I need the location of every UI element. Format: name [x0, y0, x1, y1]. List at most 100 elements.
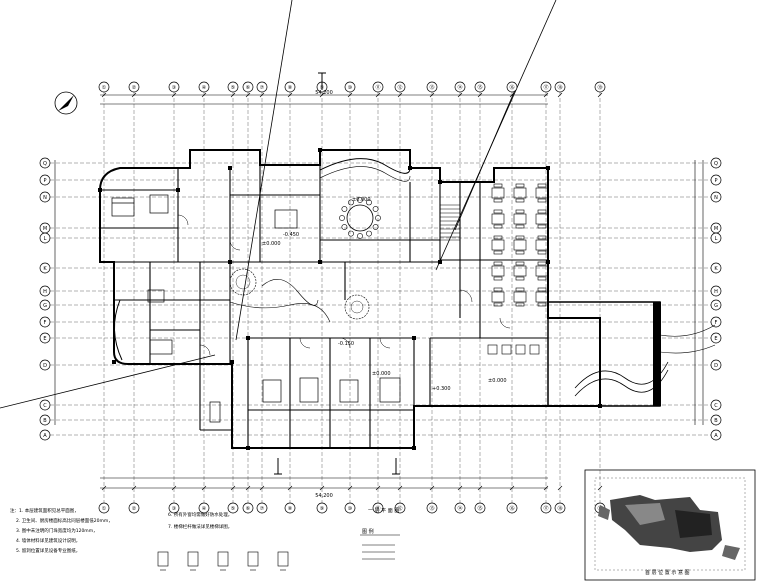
- grid-bubble-column: ⑥: [242, 81, 254, 93]
- svg-text:M: M: [714, 226, 718, 232]
- grid-bubble-row: K: [710, 262, 722, 274]
- svg-text:Q: Q: [714, 161, 718, 167]
- grid-bubble-column: ⑬: [426, 81, 438, 93]
- elevation-mark: -0.150: [338, 341, 354, 347]
- svg-text:C: C: [43, 403, 47, 409]
- grid-bubble-row: C: [710, 399, 722, 411]
- svg-text:⑯: ⑯: [509, 84, 514, 91]
- grid-bubble-row: K: [39, 262, 51, 274]
- svg-text:⑱: ⑱: [557, 84, 562, 91]
- note-line: 7. 楼梯栏杆做法详见楼梯详图，: [168, 523, 232, 530]
- grid-bubble-column: ①: [98, 502, 110, 514]
- svg-text:B: B: [714, 418, 718, 424]
- grid-bubble-row: P: [39, 174, 51, 186]
- grid-bubble-row: D: [39, 359, 51, 371]
- grid-bubble-row: M: [39, 222, 51, 234]
- grid-lines: [50, 92, 711, 503]
- svg-text:M: M: [43, 226, 47, 232]
- elevation-mark: ±0.000: [352, 197, 371, 203]
- svg-text:D: D: [714, 363, 718, 369]
- round-banquet-table: [339, 197, 381, 239]
- svg-text:⑭: ⑭: [457, 505, 462, 512]
- svg-text:⑧: ⑧: [288, 85, 293, 91]
- grid-bubble-row: D: [710, 359, 722, 371]
- svg-text:⑦: ⑦: [260, 85, 265, 91]
- note-line: 4. 墙体材料详见建筑设计说明，: [16, 537, 80, 544]
- overall-dimension-top: 54,200: [315, 90, 333, 96]
- grid-bubble-row: E: [710, 332, 722, 344]
- grid-bubble-column: ⑤: [227, 81, 239, 93]
- grid-bubble-column: ⑤: [227, 502, 239, 514]
- grid-bubble-row: G: [39, 299, 51, 311]
- svg-text:⑫: ⑫: [397, 505, 402, 512]
- svg-text:⑨: ⑨: [320, 506, 324, 512]
- svg-text:F: F: [715, 320, 718, 326]
- diagonal-reference-lines: [0, 0, 557, 409]
- grid-bubble-row: C: [39, 399, 51, 411]
- svg-text:⑥: ⑥: [246, 85, 251, 91]
- grid-bubble-column: ⑯: [506, 81, 518, 93]
- grid-bubble-column: ②: [128, 81, 140, 93]
- grid-bubble-column: ⑰: [540, 81, 552, 93]
- svg-text:⑯: ⑯: [509, 505, 514, 512]
- svg-text:③: ③: [172, 85, 176, 91]
- bedroom-furniture: [111, 194, 401, 423]
- grid-bubble-column: ⑭: [454, 81, 466, 93]
- grid-bubble-row: F: [39, 316, 51, 328]
- grid-bubble-column: ⑨: [316, 502, 328, 514]
- svg-text:D: D: [43, 363, 47, 369]
- drawing-notes: 注：1. 本层建筑面积见总平面图， 2. 卫生间、厨房楼面标高比同层楼面低20m…: [10, 507, 232, 554]
- building-outline: [99, 149, 601, 449]
- svg-text:N: N: [714, 195, 718, 201]
- note-line: 5. 留洞位置详见设备专业图纸，: [16, 547, 80, 554]
- grid-bubble-row: H: [710, 285, 722, 297]
- grid-bubble-row: N: [710, 191, 722, 203]
- svg-text:C: C: [714, 403, 718, 409]
- svg-text:⑬: ⑬: [429, 505, 434, 512]
- svg-text:E: E: [43, 336, 46, 342]
- grid-bubble-column: ⑥: [242, 502, 254, 514]
- svg-text:⑪: ⑪: [375, 84, 380, 91]
- plan-title: 一 层 平 面 图: [368, 508, 399, 514]
- grid-bubble-column: ⑦: [256, 81, 268, 93]
- grid-bubble-column: ⑩: [344, 502, 356, 514]
- key-plan-caption: 首 层 位 置 示 意 图: [645, 569, 690, 576]
- svg-text:⑥: ⑥: [246, 506, 251, 512]
- svg-text:L: L: [715, 236, 718, 242]
- elevation-markers: ±0.000 -0.450 ±0.000 ±0.000 -0.150 ±0.00…: [262, 197, 507, 392]
- section-markers: [274, 72, 400, 475]
- svg-text:③: ③: [172, 506, 176, 512]
- grid-bubble-row: B: [39, 414, 51, 426]
- svg-text:⑪: ⑪: [375, 505, 380, 512]
- elevation-mark: +0.300: [432, 386, 451, 392]
- svg-text:P: P: [43, 178, 46, 184]
- svg-text:⑤: ⑤: [231, 506, 235, 512]
- dimension-lines: [54, 92, 704, 491]
- svg-text:H: H: [714, 289, 718, 295]
- legend-lines: [362, 544, 395, 560]
- grid-bubble-column: ②: [128, 502, 140, 514]
- grid-bubble-row: L: [710, 232, 722, 244]
- svg-text:⑤: ⑤: [231, 85, 235, 91]
- interior-walls: [100, 150, 548, 448]
- grid-bubble-row: A: [39, 429, 51, 441]
- svg-text:K: K: [43, 266, 47, 272]
- grid-bubble-column: ⑮: [474, 502, 486, 514]
- note-line: 2. 卫生间、厨房楼面标高比同层楼面低20mm，: [16, 517, 113, 524]
- dining-tables: [487, 183, 549, 355]
- svg-text:H: H: [43, 289, 47, 295]
- svg-text:Q: Q: [43, 161, 47, 167]
- svg-text:⑦: ⑦: [260, 506, 265, 512]
- grid-bubble-column: ⑯: [506, 502, 518, 514]
- svg-text:④: ④: [202, 506, 207, 512]
- staircase: [439, 204, 461, 241]
- svg-text:①: ①: [102, 85, 107, 91]
- grid-bubble-column: ⑦: [256, 502, 268, 514]
- note-line: 6. 所有外窗均需做好防水处理，: [168, 511, 232, 518]
- grid-bubble-row: M: [710, 222, 722, 234]
- svg-text:⑫: ⑫: [397, 84, 402, 91]
- grid-bubble-row: P: [710, 174, 722, 186]
- svg-text:A: A: [714, 433, 718, 439]
